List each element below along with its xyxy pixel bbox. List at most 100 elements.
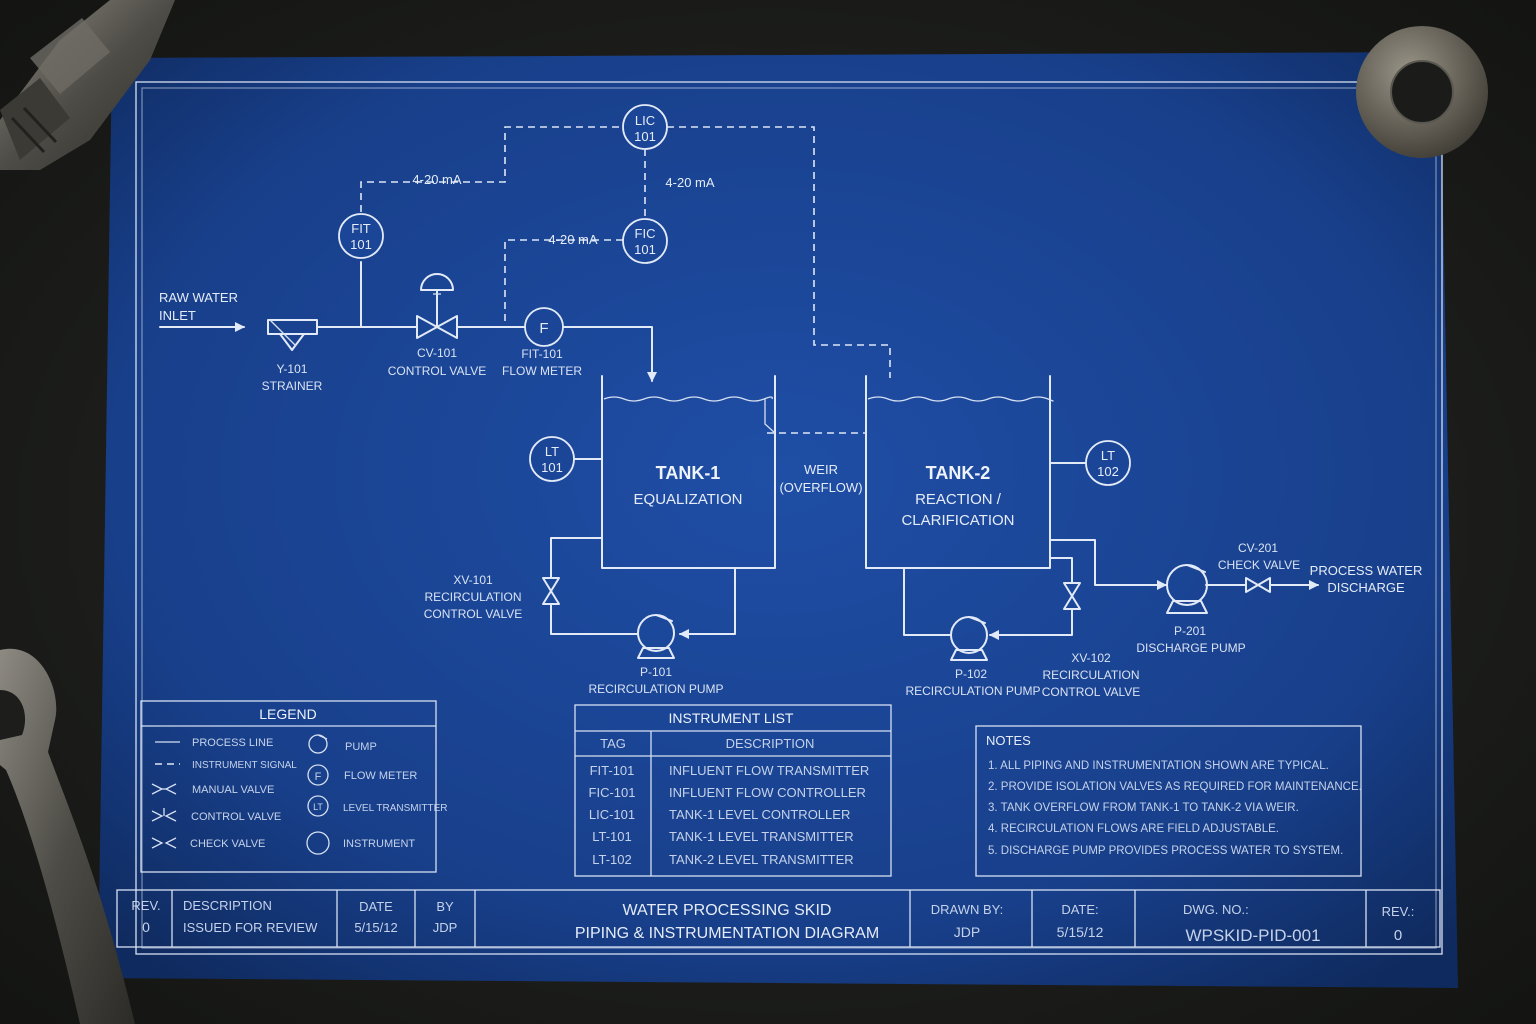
- tank-1-name: TANK-1: [656, 463, 721, 483]
- xv-101-valve-icon: [542, 577, 560, 605]
- p-102-pump-icon: [950, 616, 988, 661]
- svg-text:F: F: [315, 771, 322, 783]
- xv-101-desc-line1: RECIRCULATION: [424, 590, 521, 604]
- drawing-title-line2: PIPING & INSTRUMENTATION DIAGRAM: [575, 925, 879, 942]
- list-item: 3. TANK OVERFLOW FROM TANK-1 TO TANK-2 V…: [988, 802, 1299, 814]
- wrench-prop: [0, 648, 135, 1024]
- washer-prop: [1356, 26, 1488, 158]
- list-item: 1. ALL PIPING AND INSTRUMENTATION SHOWN …: [988, 760, 1329, 772]
- instrument-list-rows: FIT-101 INFLUENT FLOW TRANSMITTER FIC-10…: [589, 763, 870, 867]
- svg-text:101: 101: [350, 237, 372, 252]
- weir-label-line2: (OVERFLOW): [779, 480, 862, 495]
- xv-101-tag: XV-101: [453, 573, 493, 587]
- cv-201-check-valve-icon: [1245, 577, 1271, 593]
- tank-1-desc: EQUALIZATION: [634, 491, 743, 508]
- legend-level-transmitter-icon: LT: [307, 795, 329, 817]
- title-block-date2-label: DATE:: [1061, 902, 1098, 917]
- legend-title: LEGEND: [259, 706, 317, 722]
- p-102-tag: P-102: [955, 667, 987, 681]
- tank-2-name: TANK-2: [926, 463, 991, 483]
- signal-label-fit-lic: 4-20 mA: [412, 172, 461, 187]
- control-valve-tag: CV-101: [417, 346, 457, 360]
- svg-text:FIC: FIC: [635, 226, 656, 241]
- legend-control-valve: CONTROL VALVE: [191, 811, 281, 823]
- legend-instrument: INSTRUMENT: [343, 838, 415, 850]
- tank-2-desc-line2: CLARIFICATION: [901, 512, 1014, 529]
- blueprint-sheet: [98, 52, 1458, 988]
- p-101-pump-icon: [637, 614, 675, 659]
- strainer-desc: STRAINER: [262, 379, 323, 393]
- strainer-tag: Y-101: [277, 362, 308, 376]
- table-row-tag: FIC-101: [589, 785, 636, 800]
- p-101-tag: P-101: [640, 665, 672, 679]
- signal-label-lic-fic: 4-20 mA: [665, 175, 714, 190]
- title-block-dwg-value: WPSKID-PID-001: [1185, 926, 1320, 945]
- table-row-desc: INFLUENT FLOW CONTROLLER: [669, 785, 866, 800]
- list-item: 2. PROVIDE ISOLATION VALVES AS REQUIRED …: [988, 781, 1362, 793]
- instrument-fit-101: FIT 101: [338, 213, 384, 259]
- title-block-by-value: JDP: [433, 920, 458, 935]
- notes-title: NOTES: [986, 733, 1031, 748]
- svg-text:LT: LT: [545, 444, 559, 459]
- title-block-drawn-label: DRAWN BY:: [931, 902, 1003, 917]
- tank-1: [601, 375, 776, 569]
- title-block-desc-label: DESCRIPTION: [183, 898, 272, 913]
- control-valve-icon: [416, 273, 458, 339]
- notes-box: [975, 725, 1362, 877]
- title-block-desc-value: ISSUED FOR REVIEW: [183, 920, 318, 935]
- tank-2-desc-line1: REACTION /: [915, 491, 1002, 508]
- legend-flow-meter: FLOW METER: [344, 770, 417, 782]
- list-item: 5. DISCHARGE PUMP PROVIDES PROCESS WATER…: [988, 845, 1343, 857]
- title-block-rev2-value: 0: [1394, 927, 1402, 944]
- instrument-lic-101: LIC 101: [622, 104, 668, 150]
- xv-102-desc-line1: RECIRCULATION: [1042, 668, 1139, 682]
- instrument-lt-101: LT 101: [529, 436, 603, 482]
- title-block-dwg-label: DWG. NO.:: [1183, 902, 1249, 917]
- legend-process-line: PROCESS LINE: [192, 737, 273, 749]
- title-block-drawn-value: JDP: [954, 924, 980, 940]
- instrument-fic-101: FIC 101: [622, 218, 668, 264]
- instrument-list-col-tag: TAG: [600, 736, 626, 751]
- legend-box: [140, 700, 437, 873]
- legend-check-valve-icon: [151, 837, 177, 849]
- inlet-label-line1: RAW WATER: [159, 290, 238, 305]
- instrument-signal-lines: [360, 126, 891, 434]
- xv-102-desc-line2: CONTROL VALVE: [1042, 685, 1140, 699]
- title-block-rev-value: 0: [142, 919, 150, 935]
- legend-flow-meter-icon: F: [307, 764, 329, 786]
- svg-text:101: 101: [634, 129, 656, 144]
- cv-201-tag: CV-201: [1238, 541, 1278, 555]
- legend-instrument-signal: INSTRUMENT SIGNAL: [192, 760, 297, 771]
- discharge-label-line1: PROCESS WATER: [1310, 563, 1423, 578]
- instrument-list-col-desc: DESCRIPTION: [726, 736, 815, 751]
- cv-201-desc: CHECK VALVE: [1218, 558, 1300, 572]
- instrument-lt-102: LT 102: [1049, 440, 1131, 486]
- table-row-desc: TANK-2 LEVEL TRANSMITTER: [669, 852, 854, 867]
- inlet-label-line2: INLET: [159, 308, 196, 323]
- table-row-tag: FIT-101: [590, 763, 635, 778]
- table-row-tag: LT-101: [592, 829, 632, 844]
- table-row-tag: LT-102: [592, 852, 632, 867]
- p-201-pump-icon: [1166, 564, 1208, 614]
- signal-label-fic-cv: 4-20 mA: [548, 232, 597, 247]
- title-block-date-label: DATE: [359, 899, 393, 914]
- legend-pump-icon: [308, 734, 328, 754]
- table-row-desc: INFLUENT FLOW TRANSMITTER: [669, 763, 869, 778]
- legend-manual-valve-icon: [151, 783, 177, 795]
- discharge-label-line2: DISCHARGE: [1327, 580, 1405, 595]
- legend-manual-valve: MANUAL VALVE: [192, 784, 274, 796]
- flow-meter-icon: F: [524, 307, 564, 347]
- weir-label-line1: WEIR: [804, 462, 838, 477]
- flow-meter-symbol: F: [539, 320, 548, 337]
- list-item: 4. RECIRCULATION FLOWS ARE FIELD ADJUSTA…: [988, 823, 1279, 835]
- p-201-tag: P-201: [1174, 624, 1206, 638]
- legend-check-valve: CHECK VALVE: [190, 838, 265, 850]
- title-block-rev-label: REV.: [131, 898, 160, 913]
- svg-text:LIC: LIC: [635, 113, 655, 128]
- tank-2: [865, 375, 1054, 569]
- drawing-title-line1: WATER PROCESSING SKID: [623, 902, 832, 919]
- title-block-by-label: BY: [436, 899, 454, 914]
- legend-control-valve-icon: [151, 808, 177, 822]
